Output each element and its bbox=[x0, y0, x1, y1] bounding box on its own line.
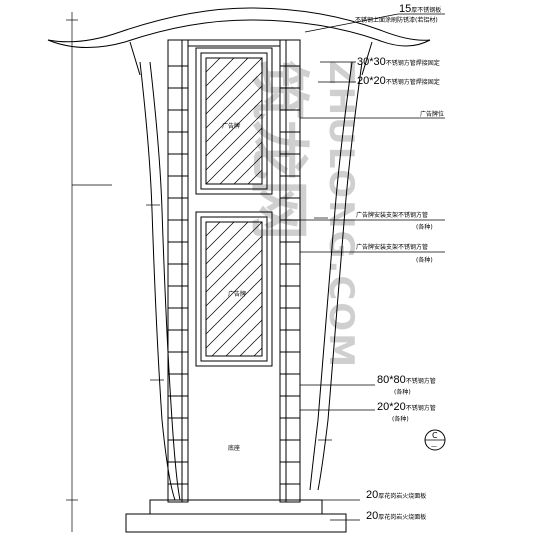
annotation-12-text: 不锈钢方管 bbox=[406, 404, 436, 412]
annotation-7: (各种) bbox=[416, 223, 433, 231]
annotation-10-num: 80*80 bbox=[377, 374, 406, 386]
annotation-14-text: 厚花岗岩火烧面板 bbox=[378, 492, 426, 500]
annotation-3-num: 30*30 bbox=[357, 56, 386, 68]
hatch-line bbox=[205, 71, 263, 129]
annotation-12-num: 20*20 bbox=[377, 401, 406, 413]
hatch-line bbox=[211, 305, 263, 357]
annotation-13: (各种) bbox=[392, 415, 409, 423]
hatch-line bbox=[205, 221, 249, 265]
base-plinth bbox=[125, 499, 347, 533]
annotation-2: 不锈钢上面涂刷防锈漆(若铝材) bbox=[355, 16, 438, 24]
section-marker: C — bbox=[424, 429, 446, 451]
annotation-4-text: 不锈钢方管焊接固定 bbox=[386, 78, 440, 86]
hatch-line bbox=[233, 155, 263, 185]
hatch-line bbox=[205, 235, 263, 293]
upper-ad-panel: 广告牌 bbox=[195, 47, 273, 195]
annotation-5: 广告牌位 bbox=[420, 110, 444, 118]
left-dimension-line bbox=[66, 12, 112, 532]
annotation-1: 15厚不锈钢板 bbox=[399, 3, 441, 15]
section-marker-sheet: — bbox=[431, 443, 437, 450]
roof-canopy bbox=[47, 7, 431, 76]
annotation-15-num: 20 bbox=[366, 510, 378, 522]
annotation-10-text: 不锈钢方管 bbox=[406, 377, 436, 385]
annotations: 15厚不锈钢板 不锈钢上面涂刷防锈漆(若铝材) 30*30不锈钢方管焊接固定 2… bbox=[355, 3, 444, 522]
annotation-3-text: 不锈钢方管焊接固定 bbox=[386, 59, 440, 67]
hatch-line bbox=[247, 169, 263, 185]
hatch-line bbox=[205, 85, 263, 143]
annotation-14: 20厚花岗岩火烧面板 bbox=[366, 489, 426, 501]
annotation-10: 80*80不锈钢方管 bbox=[377, 374, 436, 386]
hatch-line bbox=[205, 99, 263, 157]
annotation-4: 20*20不锈钢方管焊接固定 bbox=[357, 75, 440, 87]
hatch-line bbox=[205, 277, 263, 335]
lower-ad-panel: 广告牌 bbox=[195, 211, 273, 367]
watermark: 筑龙网 ZHULONG.COM bbox=[243, 60, 361, 369]
hatch-line bbox=[205, 263, 263, 321]
hatch-line bbox=[205, 113, 263, 171]
annotation-15-text: 厚花岗岩火烧面板 bbox=[378, 513, 426, 521]
annotation-14-num: 20 bbox=[366, 489, 378, 501]
hatch-line bbox=[205, 57, 235, 87]
annotation-1-text: 厚不锈钢板 bbox=[411, 6, 441, 14]
hatch-line bbox=[205, 127, 263, 185]
base-label: 底座 bbox=[228, 444, 240, 452]
tower-rungs bbox=[168, 65, 300, 485]
hatch-line bbox=[205, 291, 263, 349]
annotation-8: 广告牌安装支架不锈钢方管 bbox=[356, 243, 428, 251]
left-wing bbox=[139, 61, 181, 501]
annotation-15: 20厚花岗岩火烧面板 bbox=[366, 510, 426, 522]
hatch-line bbox=[205, 57, 221, 73]
annotation-12: 20*20不锈钢方管 bbox=[377, 401, 436, 413]
lower-panel-label: 广告牌 bbox=[228, 290, 246, 298]
hatch-line bbox=[205, 221, 263, 279]
hatch-line bbox=[205, 221, 235, 251]
right-wing bbox=[309, 61, 363, 491]
upper-panel-label: 广告牌 bbox=[222, 122, 240, 130]
annotation-9: (各种) bbox=[416, 256, 433, 264]
hatch-line bbox=[253, 347, 263, 357]
hatch-line bbox=[225, 319, 263, 357]
leader-lines bbox=[300, 13, 445, 521]
annotation-4-num: 20*20 bbox=[357, 75, 386, 87]
hatch-line bbox=[205, 221, 221, 237]
lower-panel-hatch bbox=[205, 221, 263, 357]
annotation-1-num: 15 bbox=[399, 3, 411, 15]
watermark-en: ZHULONG.COM bbox=[321, 60, 361, 369]
central-tower bbox=[167, 39, 301, 503]
hatch-line bbox=[239, 333, 263, 357]
watermark-cn: 筑龙网 bbox=[243, 60, 313, 240]
upper-panel-hatch bbox=[205, 57, 263, 185]
hatch-line bbox=[205, 57, 263, 115]
annotation-3: 30*30不锈钢方管焊接固定 bbox=[357, 56, 440, 68]
hatch-line bbox=[219, 141, 263, 185]
section-marker-letter: C bbox=[432, 431, 438, 440]
hatch-line bbox=[205, 57, 249, 101]
annotation-6: 广告牌安装支架不锈钢方管 bbox=[356, 211, 428, 219]
hatch-line bbox=[205, 249, 263, 307]
annotation-11: (各种) bbox=[394, 388, 411, 396]
